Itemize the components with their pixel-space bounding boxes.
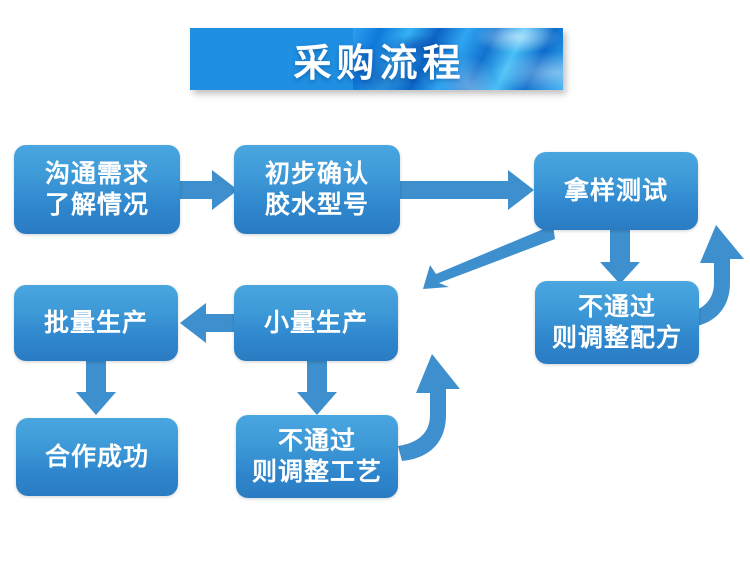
node-line: 不通过 xyxy=(277,427,356,455)
node-line: 拿样测试 xyxy=(563,176,668,205)
node-line: 批量生产 xyxy=(43,308,148,337)
arrow-fail-formula-to-sample xyxy=(672,215,750,330)
arrow-sample-to-fail-formula xyxy=(600,230,640,285)
banner-water-texture xyxy=(353,28,563,90)
node-line: 初步确认 xyxy=(264,160,369,188)
node-line: 则调整配方 xyxy=(551,323,682,352)
node-sample-test[interactable]: 拿样测试 xyxy=(534,152,698,230)
arrow-small-batch-to-fail-process xyxy=(297,358,337,416)
node-communicate-requirements[interactable]: 沟通需求 了解情况 xyxy=(14,145,180,234)
node-line: 小量生产 xyxy=(263,308,368,337)
arrow-fail-process-to-small-batch xyxy=(388,345,468,463)
node-mass-production[interactable]: 批量生产 xyxy=(14,285,178,361)
page-title: 采购流程 xyxy=(293,42,466,85)
node-small-batch-production[interactable]: 小量生产 xyxy=(234,285,398,361)
node-line: 不通过 xyxy=(577,293,656,321)
node-line: 合作成功 xyxy=(44,442,149,471)
arrow-mass-to-success xyxy=(76,358,116,416)
node-fail-adjust-process[interactable]: 不通过 则调整工艺 xyxy=(236,415,398,498)
node-cooperation-success[interactable]: 合作成功 xyxy=(16,418,178,496)
node-line: 沟通需求 xyxy=(44,160,149,188)
node-line: 胶水型号 xyxy=(264,190,369,219)
arrow-confirm-to-sample xyxy=(390,170,536,210)
node-line: 了解情况 xyxy=(44,190,149,219)
title-banner: 采购流程 xyxy=(190,28,563,90)
banner-gradient-fade xyxy=(283,28,353,90)
node-line: 则调整工艺 xyxy=(251,457,382,486)
arrow-sample-to-small-batch xyxy=(405,225,555,290)
node-confirm-glue-model[interactable]: 初步确认 胶水型号 xyxy=(234,145,400,234)
node-fail-adjust-formula[interactable]: 不通过 则调整配方 xyxy=(535,281,699,364)
arrow-small-batch-to-mass xyxy=(180,303,242,343)
arrow-communicate-to-confirm xyxy=(176,170,240,210)
